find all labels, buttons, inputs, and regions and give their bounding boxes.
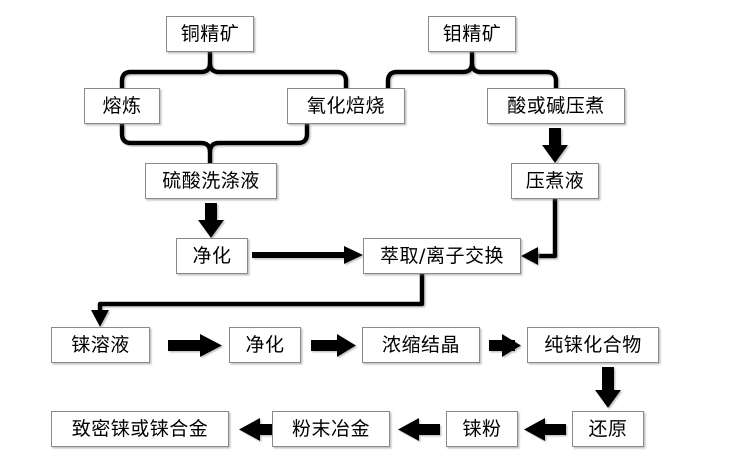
connector-extraction-elbow [97, 274, 425, 315]
arrowhead-liquor-to-extraction [521, 247, 538, 265]
node-rhenium-solution[interactable]: 铼溶液 [51, 327, 150, 363]
connector-liquor-elbow [534, 199, 558, 259]
node-oxidative-roasting[interactable]: 氧化焙烧 [287, 88, 405, 124]
node-dense-rhenium-alloy[interactable]: 致密铼或铼合金 [51, 411, 229, 447]
node-acid-alkali-cooking[interactable]: 酸或碱压煮 [487, 88, 625, 124]
arrow-metallurgy-to-dense [239, 418, 281, 441]
node-purification-2[interactable]: 净化 [229, 327, 301, 363]
connector-copper-split-brace [119, 52, 213, 88]
node-concentration-crystallization[interactable]: 浓缩结晶 [362, 327, 480, 363]
node-cooking-liquor[interactable]: 压煮液 [511, 163, 599, 199]
arrow-purification2-to-concentration [311, 334, 356, 357]
node-copper-concentrate[interactable]: 铜精矿 [166, 16, 254, 52]
arrow-purification-to-extraction [252, 246, 363, 264]
connector-moly-split-brace-right [469, 62, 559, 88]
node-extraction-ion-exchange[interactable]: 萃取/离子交换 [363, 238, 521, 274]
node-purification-1[interactable]: 净化 [176, 238, 248, 274]
node-moly-concentrate[interactable]: 钼精矿 [428, 16, 516, 52]
node-reduction[interactable]: 还原 [572, 411, 644, 447]
node-smelting[interactable]: 熔炼 [84, 88, 160, 124]
node-sulfuric-wash[interactable]: 硫酸洗涤液 [145, 163, 277, 199]
arrow-compound-to-reduction [595, 367, 621, 408]
node-pure-rhenium-compound[interactable]: 纯铼化合物 [527, 327, 659, 363]
connector-moly-split-brace [385, 52, 475, 88]
connector-copper-split-brace-right [207, 62, 349, 88]
arrow-cooking-to-liquor [542, 128, 568, 163]
node-rhenium-powder[interactable]: 铼粉 [446, 411, 518, 447]
connector-merge-right-leg [207, 124, 310, 153]
arrow-concentration-to-compound [489, 334, 521, 357]
arrow-re-solution-to-purification2 [168, 334, 222, 357]
arrow-reduction-to-powder [524, 418, 566, 441]
arrow-powder-to-metallurgy [398, 418, 440, 441]
node-powder-metallurgy[interactable]: 粉末冶金 [272, 411, 390, 447]
arrowhead-extraction-to-re-solution [91, 310, 109, 327]
connector-merge-left-leg [119, 124, 213, 163]
arrow-wash-to-purification [198, 203, 224, 238]
